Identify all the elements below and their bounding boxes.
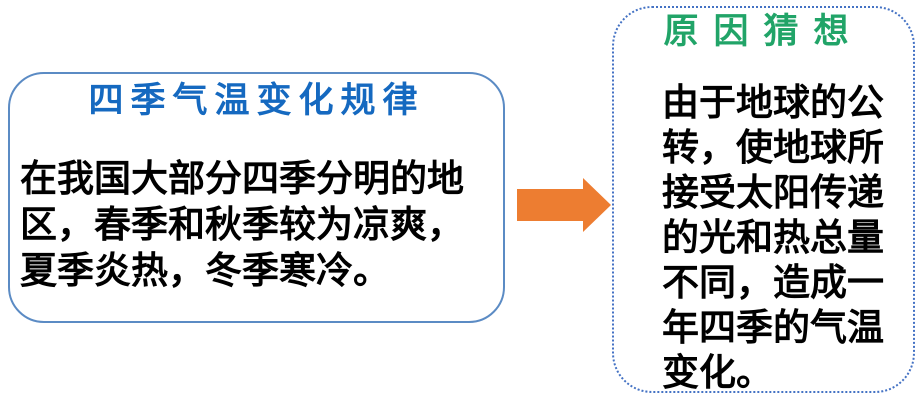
- cause-box: 原因猜想 由于地球的公 转，使地球所 接受太阳传递 的光和热总量 不同，造成一 …: [612, 6, 915, 393]
- cause-box-text-line: 不同，造成一: [662, 262, 884, 303]
- cause-box-text-line: 年四季的气温: [662, 307, 884, 348]
- pattern-box-text-line: 在我国大部分四季分明的地: [20, 158, 464, 199]
- cause-box-title: 原因猜想: [663, 12, 864, 51]
- cause-box-text-line: 转，使地球所: [662, 127, 884, 168]
- cause-box-text-line: 由于地球的公: [662, 82, 884, 123]
- pattern-box-title: 四季气温变化规律: [88, 81, 425, 120]
- cause-box-text-line: 变化。: [662, 352, 773, 393]
- cause-box-body: 由于地球的公 转，使地球所 接受太阳传递 的光和热总量 不同，造成一 年四季的气…: [662, 80, 913, 395]
- pattern-box: 四季气温变化规律 在我国大部分四季分明的地 区，春季和秋季较为凉爽， 夏季炎热，…: [8, 72, 505, 323]
- cause-box-text-line: 接受太阳传递: [662, 172, 884, 213]
- pattern-box-body: 在我国大部分四季分明的地 区，春季和秋季较为凉爽， 夏季炎热，冬季寒冷。: [20, 156, 499, 294]
- pattern-box-text-line: 夏季炎热，冬季寒冷。: [20, 250, 390, 291]
- right-arrow-icon: [517, 178, 611, 232]
- cause-box-text-line: 的光和热总量: [662, 217, 884, 258]
- pattern-box-text-line: 区，春季和秋季较为凉爽，: [20, 204, 464, 245]
- right-arrow-shape: [517, 178, 611, 232]
